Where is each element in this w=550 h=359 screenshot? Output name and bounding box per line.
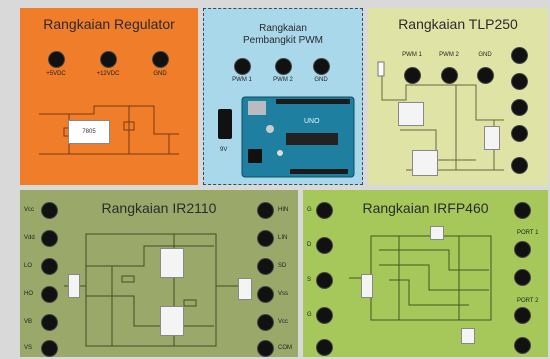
pwm-gnd-label: GND	[314, 77, 328, 83]
tlp-out4-jack[interactable]	[512, 126, 527, 141]
ir-left-label-6: VS	[24, 345, 33, 351]
irfp460-panel: Rangkaian IRFP460 G D S G PORT 1 PORT 2	[303, 190, 548, 357]
ir-left-jack-2[interactable]	[42, 231, 57, 246]
irfp-right-jack-3[interactable]	[515, 270, 530, 285]
irfp-right-jack-5[interactable]	[515, 338, 530, 353]
irfp-left-label-2: D	[307, 242, 312, 248]
ir-left-label-5: VB	[24, 319, 33, 325]
regulator-gnd-jack[interactable]	[153, 52, 168, 67]
regulator-gnd-label: GND	[153, 71, 167, 77]
irfp-bottom-connector	[461, 328, 475, 344]
pwm-out2-jack[interactable]	[276, 59, 291, 74]
regulator-5v-jack[interactable]	[49, 52, 64, 67]
ir-left-jack-6[interactable]	[42, 341, 57, 356]
tlp-out5-jack[interactable]	[512, 158, 527, 173]
tlp250-chip-1	[398, 102, 424, 126]
irfp-left-jack-3[interactable]	[317, 273, 332, 288]
ir-right-label-5: Vcc	[278, 319, 289, 325]
irfp-right-jack-4[interactable]	[515, 308, 530, 323]
regulator-title: Rangkaian Regulator	[43, 16, 175, 32]
ir-right-label-6: COM	[278, 345, 292, 351]
ir-right-jack-1[interactable]	[258, 203, 273, 218]
irfp-left-label-3: S	[307, 277, 312, 283]
irfp-port1-label: PORT 1	[517, 230, 539, 236]
ir-right-label-3: SD	[278, 263, 287, 269]
ir-left-jack-5[interactable]	[42, 315, 57, 330]
ir2110-chip-high	[160, 248, 184, 278]
ir-right-jack-4[interactable]	[258, 287, 273, 302]
battery-label: 9V	[220, 147, 228, 153]
irfp-left-label-1: G	[307, 207, 312, 213]
regulator-12v-label: +12VDC	[96, 71, 120, 77]
tlp250-connector	[484, 126, 500, 150]
ir2110-title: Rangkaian IR2110	[101, 200, 217, 216]
pwm-out1-label: PWM 1	[232, 77, 252, 83]
ir2110-schematic	[64, 233, 238, 347]
irfp-port2-label: PORT 2	[517, 298, 539, 304]
ir-right-jack-6[interactable]	[258, 341, 273, 356]
tlp-out3-jack[interactable]	[512, 100, 527, 115]
tlp-pwm2-jack[interactable]	[442, 68, 457, 83]
ir-right-jack-5[interactable]	[258, 315, 273, 330]
tlp250-panel: Rangkaian TLP250 PWM 1 PWM 2 GND	[368, 8, 548, 185]
ir2110-input-connector	[68, 274, 80, 298]
tlp-out1-jack[interactable]	[512, 48, 527, 63]
arduino-board-icon: UNO	[241, 96, 355, 178]
ir-left-jack-1[interactable]	[42, 203, 57, 218]
tlp-pwm1-label: PWM 1	[402, 52, 422, 58]
ir-right-jack-3[interactable]	[258, 259, 273, 274]
ir-right-label-2: LIN	[278, 235, 288, 241]
pwm-out2-label: PWM 2	[273, 77, 293, 83]
ir-left-jack-3[interactable]	[42, 259, 57, 274]
tlp250-schematic	[377, 61, 504, 171]
irfp460-title: Rangkaian IRFP460	[362, 200, 489, 216]
ir-left-label-2: Vdd	[24, 235, 35, 241]
ir-right-jack-2[interactable]	[258, 231, 273, 246]
ir-left-label-1: Vcc	[24, 207, 35, 213]
ir-left-jack-4[interactable]	[42, 287, 57, 302]
svg-text:UNO: UNO	[304, 118, 320, 125]
irfp-top-connector	[430, 226, 444, 240]
ir2110-output-connector	[238, 278, 252, 300]
irfp-left-label-4: G	[307, 312, 312, 318]
irfp-left-jack-4[interactable]	[317, 308, 332, 323]
irfp-input-connector	[361, 274, 373, 298]
irfp-left-jack-1[interactable]	[317, 203, 332, 218]
pwm-out1-jack[interactable]	[235, 59, 250, 74]
irfp-left-jack-2[interactable]	[317, 238, 332, 253]
regulator-5v-label: +5VDC	[46, 71, 66, 77]
irfp-right-jack-2[interactable]	[515, 242, 530, 257]
tlp250-title: Rangkaian TLP250	[398, 16, 518, 32]
pwm-panel: Rangkaian Pembangkit PWM PWM 1 PWM 2 GND…	[203, 8, 363, 185]
irfp460-schematic	[349, 235, 492, 321]
pwm-title-line2: Pembangkit PWM	[242, 35, 324, 46]
tlp-gnd-jack[interactable]	[478, 68, 493, 83]
ir2110-panel: Rangkaian IR2110 Vcc Vdd LO HO VB VS HIN…	[20, 190, 298, 357]
tlp-out2-jack[interactable]	[512, 74, 527, 89]
irfp-left-jack-5[interactable]	[317, 340, 332, 355]
battery-icon	[218, 109, 232, 139]
ir-right-label-1: HIN	[278, 207, 289, 213]
ir-right-label-4: Vss	[278, 291, 289, 297]
ir-left-label-3: LO	[24, 263, 33, 269]
tlp-gnd-label: GND	[478, 52, 492, 58]
pwm-gnd-jack[interactable]	[314, 59, 329, 74]
regulator-12v-jack[interactable]	[101, 52, 116, 67]
regulator-chip: 7805	[68, 120, 110, 144]
tlp-pwm2-label: PWM 2	[439, 52, 459, 58]
irfp-right-jack-1[interactable]	[515, 203, 530, 218]
ir-left-label-4: HO	[24, 291, 33, 297]
pwm-title-line1: Rangkaian	[259, 23, 307, 34]
regulator-panel: Rangkaian Regulator +5VDC +12VDC GND 780…	[20, 8, 198, 185]
regulator-chip-label: 7805	[82, 129, 96, 135]
ir2110-chip-low	[160, 306, 184, 336]
tlp-pwm1-jack[interactable]	[405, 68, 420, 83]
tlp250-chip-2	[412, 150, 438, 176]
